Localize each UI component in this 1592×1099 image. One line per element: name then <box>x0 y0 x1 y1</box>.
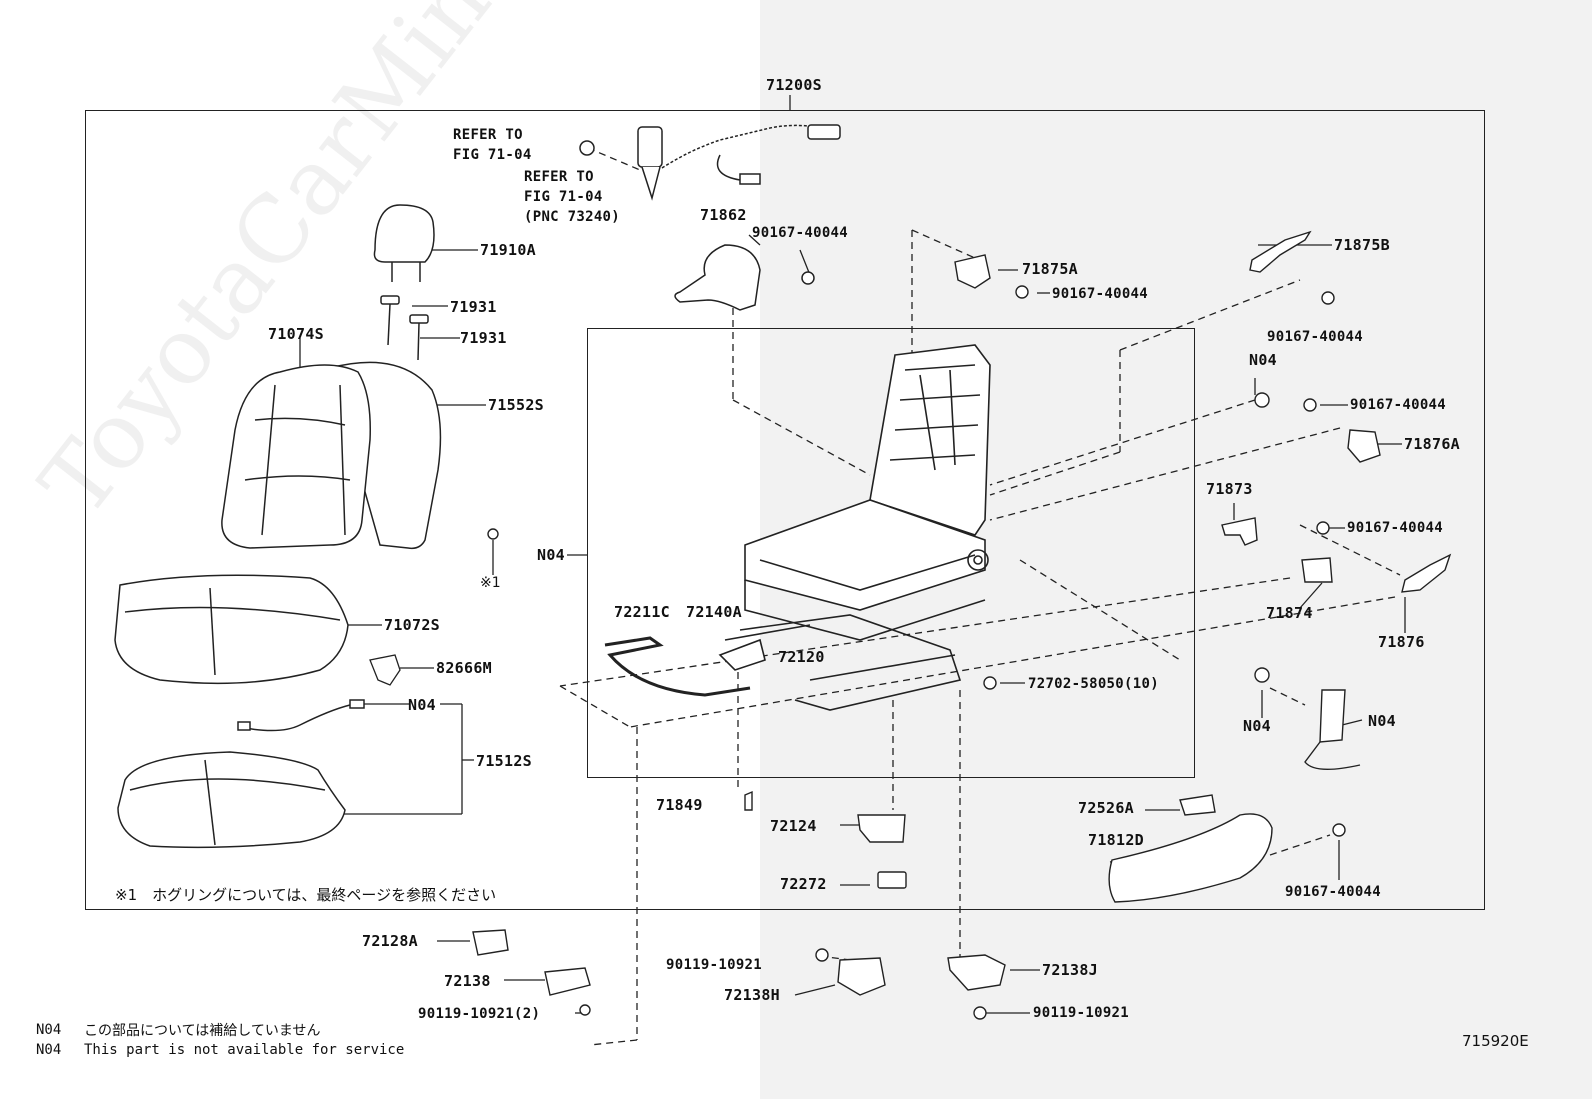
part-label-72526A: 72526A <box>1078 799 1134 817</box>
part-label-71512S: 71512S <box>476 752 532 770</box>
part-label-72138: 72138 <box>444 972 491 990</box>
label-n04-belt: N04 <box>1368 712 1396 730</box>
part-label-90119-c: 90119-10921 <box>1033 1005 1130 1021</box>
part-label-71862: 71862 <box>700 206 747 224</box>
part-label-71552S: 71552S <box>488 396 544 414</box>
hog-ring-ref: ※1 <box>480 575 501 591</box>
part-label-90167-e: 90167-40044 <box>1347 520 1444 536</box>
part-label-72138H: 72138H <box>724 986 780 1004</box>
label-n04-bracket: N04 <box>1249 351 1277 369</box>
part-label-72272: 72272 <box>780 875 827 893</box>
part-label-90167-b: 90167-40044 <box>1052 286 1149 302</box>
refer-note-2-line1: REFER TO <box>524 169 594 185</box>
refer-note-1-line2: FIG 71-04 <box>453 147 532 163</box>
refer-note-2-line3: (PNC 73240) <box>524 209 621 225</box>
part-label-71849: 71849 <box>656 796 703 814</box>
refer-note-1-line1: REFER TO <box>453 127 523 143</box>
part-label-72702: 72702-58050(10) <box>1028 676 1159 692</box>
part-label-71200S: 71200S <box>766 76 822 94</box>
part-label-72128A: 72128A <box>362 932 418 950</box>
part-label-90167-d: 90167-40044 <box>1350 397 1447 413</box>
label-n04-harness: N04 <box>408 696 436 714</box>
part-label-90167-f: 90167-40044 <box>1285 884 1382 900</box>
part-label-71931-b: 71931 <box>460 329 507 347</box>
part-label-72124: 72124 <box>770 817 817 835</box>
n04-note-en-code: N04 <box>36 1042 62 1058</box>
part-label-71876: 71876 <box>1378 633 1425 651</box>
part-label-82666M: 82666M <box>436 659 492 677</box>
part-label-71812D: 71812D <box>1088 831 1144 849</box>
part-label-72211C: 72211C <box>614 603 670 621</box>
label-n04-switch: N04 <box>1243 717 1271 735</box>
part-label-90119-b: 90119-10921(2) <box>418 1006 541 1022</box>
part-label-90167-c: 90167-40044 <box>1267 329 1364 345</box>
part-label-71074S: 71074S <box>268 325 324 343</box>
hog-ring-note: ※1 ホグリングについては、最終ページを参照ください <box>115 886 497 904</box>
figure-code: 715920E <box>1462 1032 1529 1050</box>
frame-subassembly-box <box>587 328 1195 778</box>
part-label-71910A: 71910A <box>480 241 536 259</box>
part-label-71072S: 71072S <box>384 616 440 634</box>
part-label-72138J: 72138J <box>1042 961 1098 979</box>
part-label-71873: 71873 <box>1206 480 1253 498</box>
part-label-72140A: 72140A <box>686 603 742 621</box>
label-n04-frame: N04 <box>537 546 565 564</box>
part-label-71875B: 71875B <box>1334 236 1390 254</box>
part-label-90167-a: 90167-40044 <box>752 225 849 241</box>
part-label-71875A: 71875A <box>1022 260 1078 278</box>
part-label-71931-a: 71931 <box>450 298 497 316</box>
n04-note-jp-text: この部品については補給していません <box>84 1023 321 1039</box>
n04-note-jp-code: N04 <box>36 1022 62 1038</box>
refer-note-2-line2: FIG 71-04 <box>524 189 603 205</box>
part-label-71876A: 71876A <box>1404 435 1460 453</box>
part-label-90119-a: 90119-10921 <box>666 957 763 973</box>
part-label-71874: 71874 <box>1266 604 1313 622</box>
n04-note-en-text: This part is not available for service <box>84 1042 405 1058</box>
part-label-72120: 72120 <box>778 648 825 666</box>
assembly-frame <box>85 110 1485 910</box>
